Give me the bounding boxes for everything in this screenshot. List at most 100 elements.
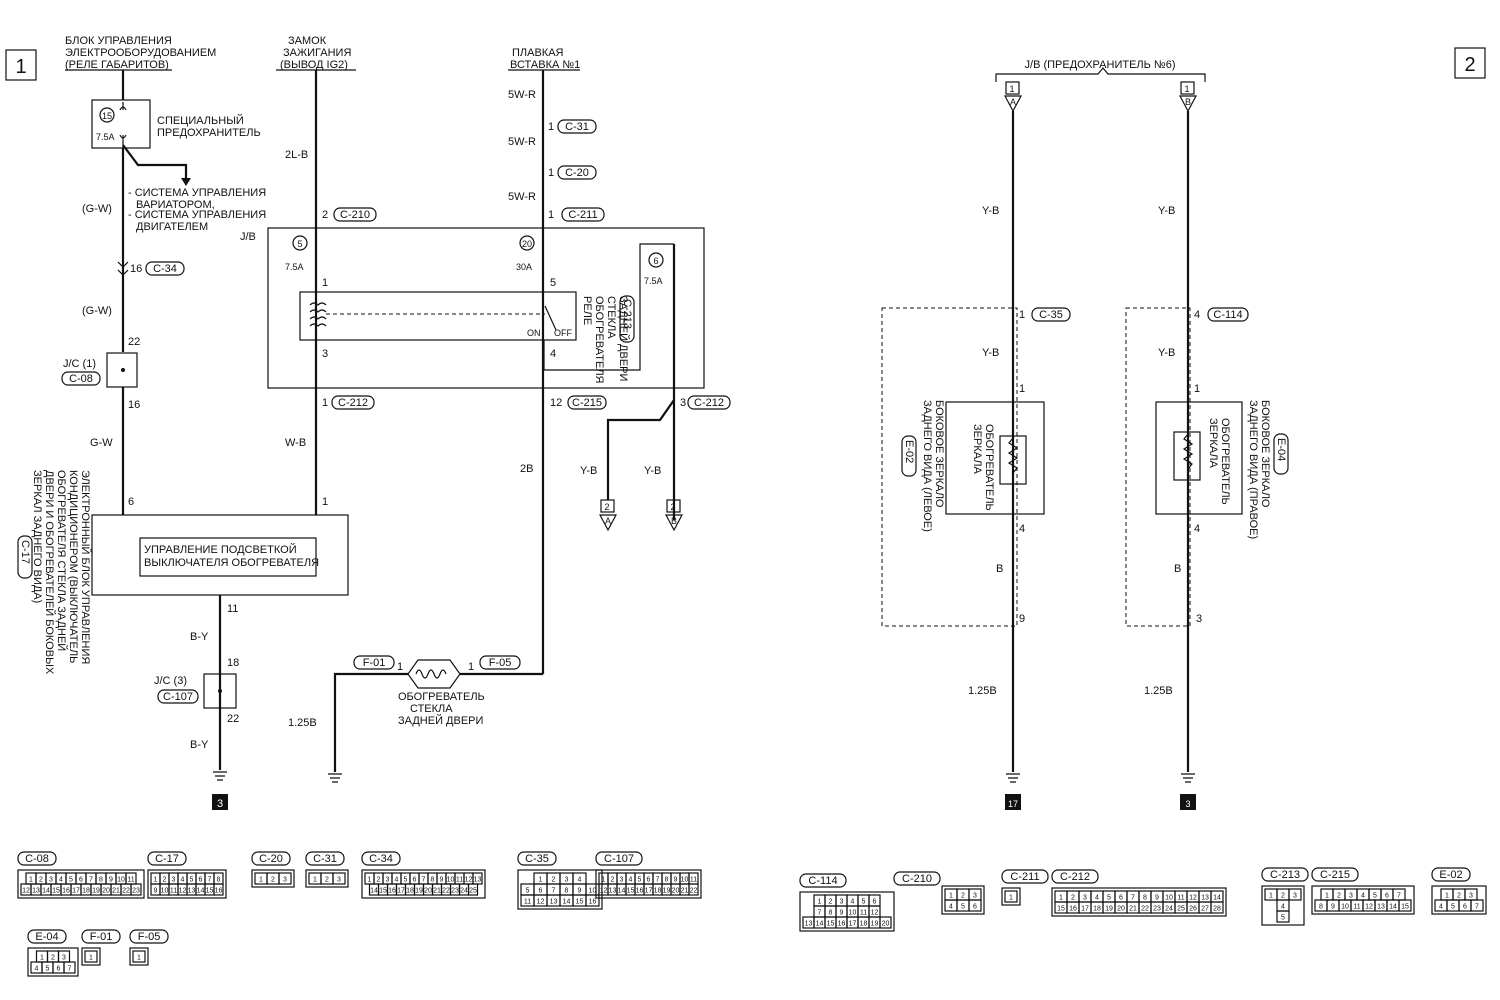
- connector-pin: 22: [122, 888, 130, 895]
- svg-text:ОБОГРЕВАТЕЛЬ: ОБОГРЕВАТЕЛЬ: [1219, 418, 1231, 505]
- connector-pin: 14: [816, 921, 824, 928]
- connector-pin: 11: [1353, 904, 1360, 911]
- connector-pin: 21: [681, 888, 689, 895]
- mirror-left-dashed: [881, 307, 1018, 627]
- fuse-15-name-1: СПЕЦИАЛЬНЫЙ: [157, 114, 244, 127]
- fuse-5-circle: [292, 235, 308, 251]
- fuse-5-number: 5: [297, 239, 302, 249]
- svg-text:(РЕЛЕ ГАБАРИТОВ): (РЕЛЕ ГАБАРИТОВ): [65, 59, 169, 71]
- connector-c31-badge: [557, 119, 597, 134]
- svg-text:ОБОГРЕВАТЕЛЬ: ОБОГРЕВАТЕЛЬ: [983, 424, 995, 511]
- connector-pin: 3: [1293, 893, 1297, 900]
- connector-pin: 2: [552, 877, 556, 884]
- connector-c213-badge: [619, 295, 635, 343]
- connector-pin: 7: [818, 910, 822, 917]
- jb-label: J/B: [240, 231, 256, 243]
- connector-pin: 19: [663, 888, 671, 895]
- heater-label-3: ЗАДНЕЙ ДВЕРИ: [398, 714, 483, 727]
- connector-face-badge: [1051, 869, 1099, 884]
- connector-c17: C-17: [19, 540, 31, 564]
- connector-face-body: [1431, 885, 1487, 915]
- fuse-5-rating: 7.5A: [285, 262, 304, 272]
- wire-label-yb-l2: Y-B: [982, 347, 999, 359]
- connector-c20-badge: [557, 165, 597, 180]
- ground-ref-1: 3: [217, 798, 223, 810]
- connector-pin: 1: [313, 877, 317, 884]
- connector-pin: 7: [89, 877, 93, 884]
- pin-22: 22: [128, 336, 140, 348]
- connector-c17-badge: [17, 535, 33, 579]
- fuse-20-circle: [519, 235, 535, 251]
- connector-pin: 2: [163, 877, 167, 884]
- connector-pin: 13: [188, 888, 196, 895]
- connector-pin: 12: [179, 888, 187, 895]
- svg-text:ЗАДНЕГО ВИДА (ЛЕВОЕ): ЗАДНЕГО ВИДА (ЛЕВОЕ): [921, 400, 933, 532]
- connector-pin: 4: [1439, 904, 1443, 911]
- connector-pin-cell: [213, 883, 224, 896]
- connector-pin: 3: [172, 877, 176, 884]
- connector-pin: 5: [961, 904, 965, 911]
- wire-label-5wr-2: 5W-R: [508, 136, 536, 148]
- wire-label-2b: 2B: [520, 463, 533, 475]
- connector-c211: C-211: [568, 209, 597, 221]
- ref-a: A: [605, 516, 611, 526]
- connector-c34-mark: [117, 261, 129, 276]
- connector-pin: 9: [1155, 895, 1159, 902]
- connector-pin: 2: [1071, 895, 1075, 902]
- branch-wire: [122, 144, 188, 180]
- connector-face-id: C-211: [1010, 871, 1039, 883]
- connector-pin: 15: [206, 888, 214, 895]
- relay-coil-icon: [309, 302, 327, 327]
- connector-pin: 2: [829, 899, 833, 906]
- connector-face-body: [129, 947, 149, 966]
- connector-pin: 14: [1213, 895, 1221, 902]
- connector-face-badge: [147, 851, 187, 866]
- connector-face-badge: [305, 851, 345, 866]
- ref-b-right-arrow-icon: [1179, 95, 1197, 113]
- relay-contact: [544, 305, 557, 331]
- connector-f01: F-01: [363, 657, 386, 669]
- svg-text:ВСТАВКА №1: ВСТАВКА №1: [510, 59, 580, 71]
- connector-pin: 12: [537, 899, 545, 906]
- connector-c35: C-35: [1039, 309, 1063, 321]
- connector-pin: 6: [873, 899, 877, 906]
- connector-pin-cell: [1470, 899, 1484, 912]
- connector-pin: 6: [1119, 895, 1123, 902]
- pin-4-l: 4: [1019, 523, 1025, 535]
- connector-pin: 5: [69, 877, 73, 884]
- connector-pin: 5: [46, 966, 50, 973]
- connector-pin: 22: [1141, 906, 1149, 913]
- connector-pin: 3: [49, 877, 53, 884]
- pin-1h: 1: [468, 661, 474, 673]
- connector-pin-cell: [467, 883, 479, 896]
- connector-c34: C-34: [153, 263, 177, 275]
- connector-f01-badge: [353, 655, 395, 670]
- connector-face-c-210: C-210: [893, 871, 941, 886]
- connector-pin: 4: [395, 877, 399, 884]
- connector-pin: 4: [629, 877, 633, 884]
- fuse-15-symbol: [119, 102, 127, 148]
- svg-text:ДВЕРИ И ОБОГРЕВАТЕЛЕЙ БОКОВЫХ: ДВЕРИ И ОБОГРЕВАТЕЛЕЙ БОКОВЫХ: [43, 470, 56, 675]
- connector-e02-badge: [901, 435, 917, 477]
- connector-pin: 3: [620, 877, 624, 884]
- connector-c114-badge: [1207, 307, 1249, 322]
- connector-pin: 1: [949, 893, 953, 900]
- mirror-right-label: БОКОВОЕ ЗЕРКАЛО ЗАДНЕГО ВИДА (ПРАВОЕ): [1247, 400, 1271, 539]
- connector-face-id: C-35: [525, 853, 549, 865]
- pin-3-r: 3: [1196, 613, 1202, 625]
- connector-pin: 19: [871, 921, 879, 928]
- connector-c35-badge: [1031, 307, 1071, 322]
- connector-pin: 11: [1177, 895, 1184, 902]
- connector-face-id: C-114: [808, 875, 837, 887]
- connector-pin: 6: [57, 966, 61, 973]
- connector-pin: 1: [89, 955, 93, 962]
- pin-11: 11: [227, 603, 238, 615]
- connector-pin-cell: [278, 872, 292, 885]
- connector-pin: 1: [818, 899, 822, 906]
